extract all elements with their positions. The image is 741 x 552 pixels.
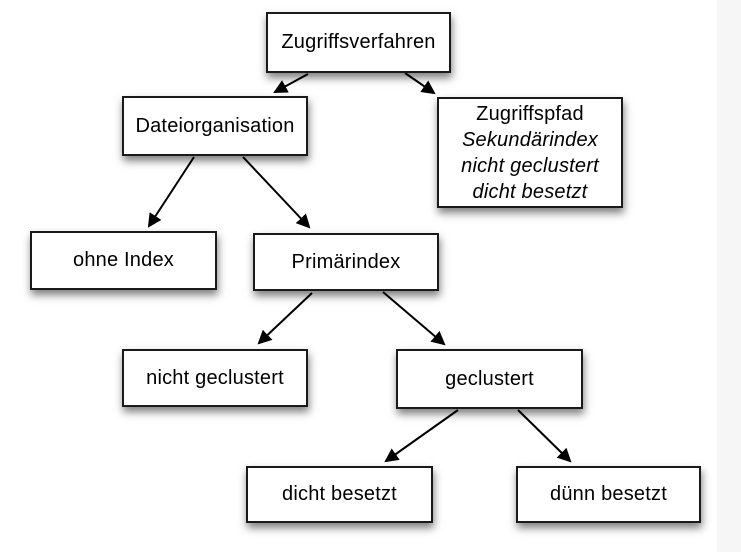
edge-dateiorganisation-primaerindex (242, 156, 311, 229)
node-dateiorganisation: Dateiorganisation (122, 96, 308, 156)
node-primaerindex: Primärindex (253, 233, 439, 291)
edge-root-zugriffspfad (404, 72, 436, 95)
zugriffspfad-line-4: dicht besetzt (472, 180, 588, 203)
edge-primaerindex-nicht-geclustert (257, 292, 313, 345)
edge-geclustert-dicht-besetzt (384, 409, 459, 463)
edge-root-dateiorganisation (273, 73, 309, 94)
node-geclustert: geclustert (396, 349, 583, 409)
node-dicht-besetzt: dicht besetzt (246, 466, 433, 523)
zugriffspfad-line-1: Zugriffspfad (476, 102, 584, 125)
node-zugriffsverfahren: Zugriffsverfahren (266, 12, 451, 73)
node-duenn-besetzt: dünn besetzt (516, 466, 701, 523)
zugriffspfad-line-3: nicht geclustert (461, 154, 599, 177)
node-nicht-geclustert: nicht geclustert (122, 349, 308, 407)
node-ohne-index: ohne Index (30, 231, 217, 290)
edge-geclustert-duenn-besetzt (517, 409, 572, 463)
edge-dateiorganisation-ohne-index (147, 156, 195, 228)
zugriffspfad-line-2: Sekundärindex (461, 128, 599, 151)
edge-primaerindex-geclustert (382, 291, 446, 346)
node-zugriffspfad: Zugriffspfad Sekundärindex nicht geclust… (437, 97, 623, 208)
right-edge-band (717, 0, 741, 552)
